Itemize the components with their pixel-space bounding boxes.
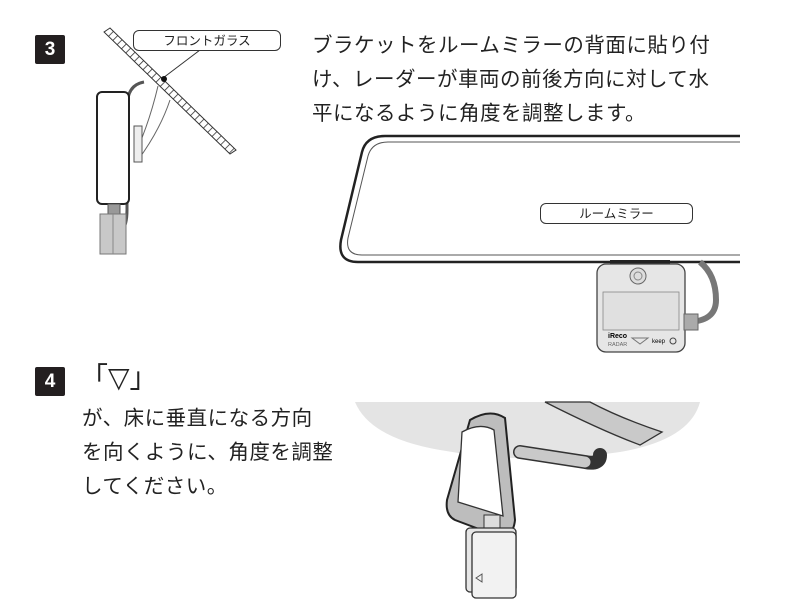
- triangle-mark-symbol: 「▽」: [80, 361, 158, 394]
- device-logo: iReco: [608, 333, 627, 340]
- step3-instructions: ブラケットをルームミラーの背面に貼り付 け、レーダーが車両の前後方向に対して水 …: [312, 28, 710, 130]
- device-logo-sub: RADAR: [608, 342, 627, 348]
- text-line: を向くように、角度を調整: [82, 440, 334, 464]
- windshield-label: フロントガラス: [133, 30, 281, 51]
- text-line: 平になるように角度を調整します。: [312, 101, 646, 125]
- windshield-side-illustration: [96, 27, 237, 255]
- text-line: ブラケットをルームミラーの背面に貼り付: [312, 33, 711, 57]
- mirror-angle-illustration: [355, 401, 700, 599]
- text-line: け、レーダーが車両の前後方向に対して水: [312, 67, 710, 91]
- step4-instructions: が、床に垂直になる方向 を向くように、角度を調整 してください。: [82, 401, 333, 503]
- text-line: してください。: [82, 474, 228, 498]
- step-number-badge: 3: [35, 35, 65, 64]
- text-line: が、床に垂直になる方向: [82, 406, 313, 430]
- room-mirror-illustration: iReco RADAR keep: [339, 134, 740, 353]
- device-mark: keep: [652, 339, 666, 345]
- step-number-badge: 4: [35, 367, 65, 396]
- room-mirror-label: ルームミラー: [540, 203, 693, 224]
